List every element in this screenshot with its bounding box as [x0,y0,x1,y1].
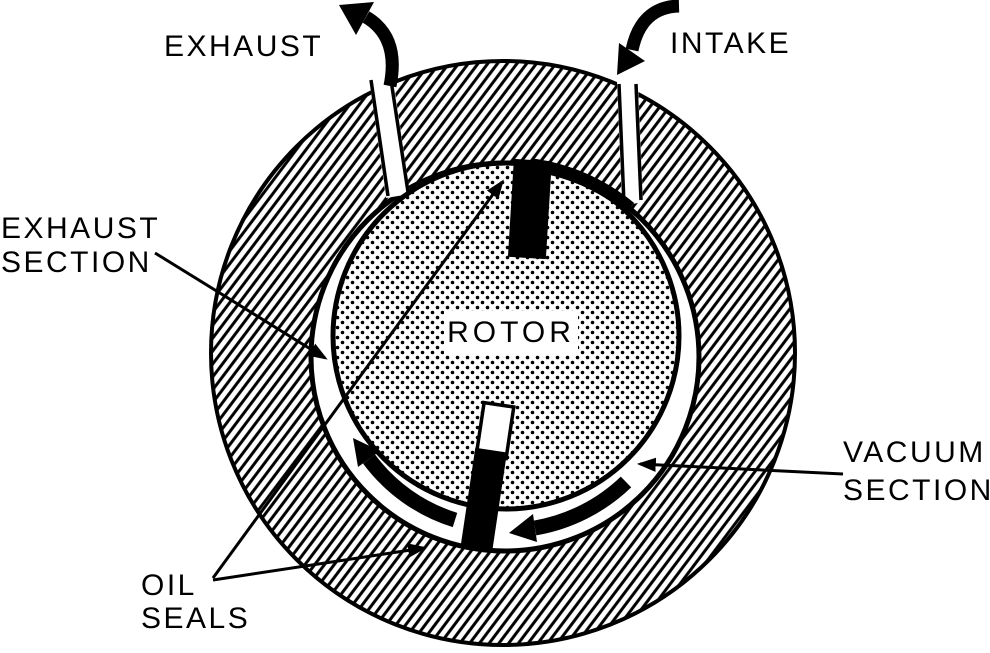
intake-flow-arrow-icon [617,0,680,75]
oil-seals-label-line2: SEALS [141,602,251,635]
exhaust-label: EXHAUST [164,30,324,63]
exhaust-port-wall-left [369,79,390,197]
rotor-label: ROTOR [444,311,578,355]
vacuum-section-label-line1: VACUUM [843,436,986,469]
exhaust-port-wall-right [389,79,410,193]
intake-port-wall-left [617,83,626,205]
oil-seals-leader-line-top [211,179,504,579]
vane-seal-bottom [460,400,516,551]
vacuum-section-leader-line [636,457,844,476]
rotation-arrow-left-icon [353,438,458,528]
exhaust-section-leader-line [154,251,328,360]
exhaust-port-channel [369,78,410,198]
vane-seal-bottom-tip [460,447,507,551]
exhaust-flow-arrow-icon [339,2,399,88]
oil-seals-label: OIL SEALS [141,569,250,635]
oil-seals-leader-line-bottom [212,543,428,582]
vacuum-section-label-line2: SECTION [843,474,990,507]
intake-port-wall-right [634,83,643,201]
rotation-arrow-right-icon [509,476,632,542]
exhaust-section-label-line2: SECTION [1,246,152,279]
vacuum-section-label: VACUUM SECTION [843,434,990,510]
exhaust-section-label: EXHAUST SECTION [1,212,160,280]
vane-seal-top [507,158,552,260]
intake-label: INTAKE [670,27,792,60]
oil-seals-label-line1: OIL [141,569,197,602]
exhaust-section-label-line1: EXHAUST [1,212,161,245]
